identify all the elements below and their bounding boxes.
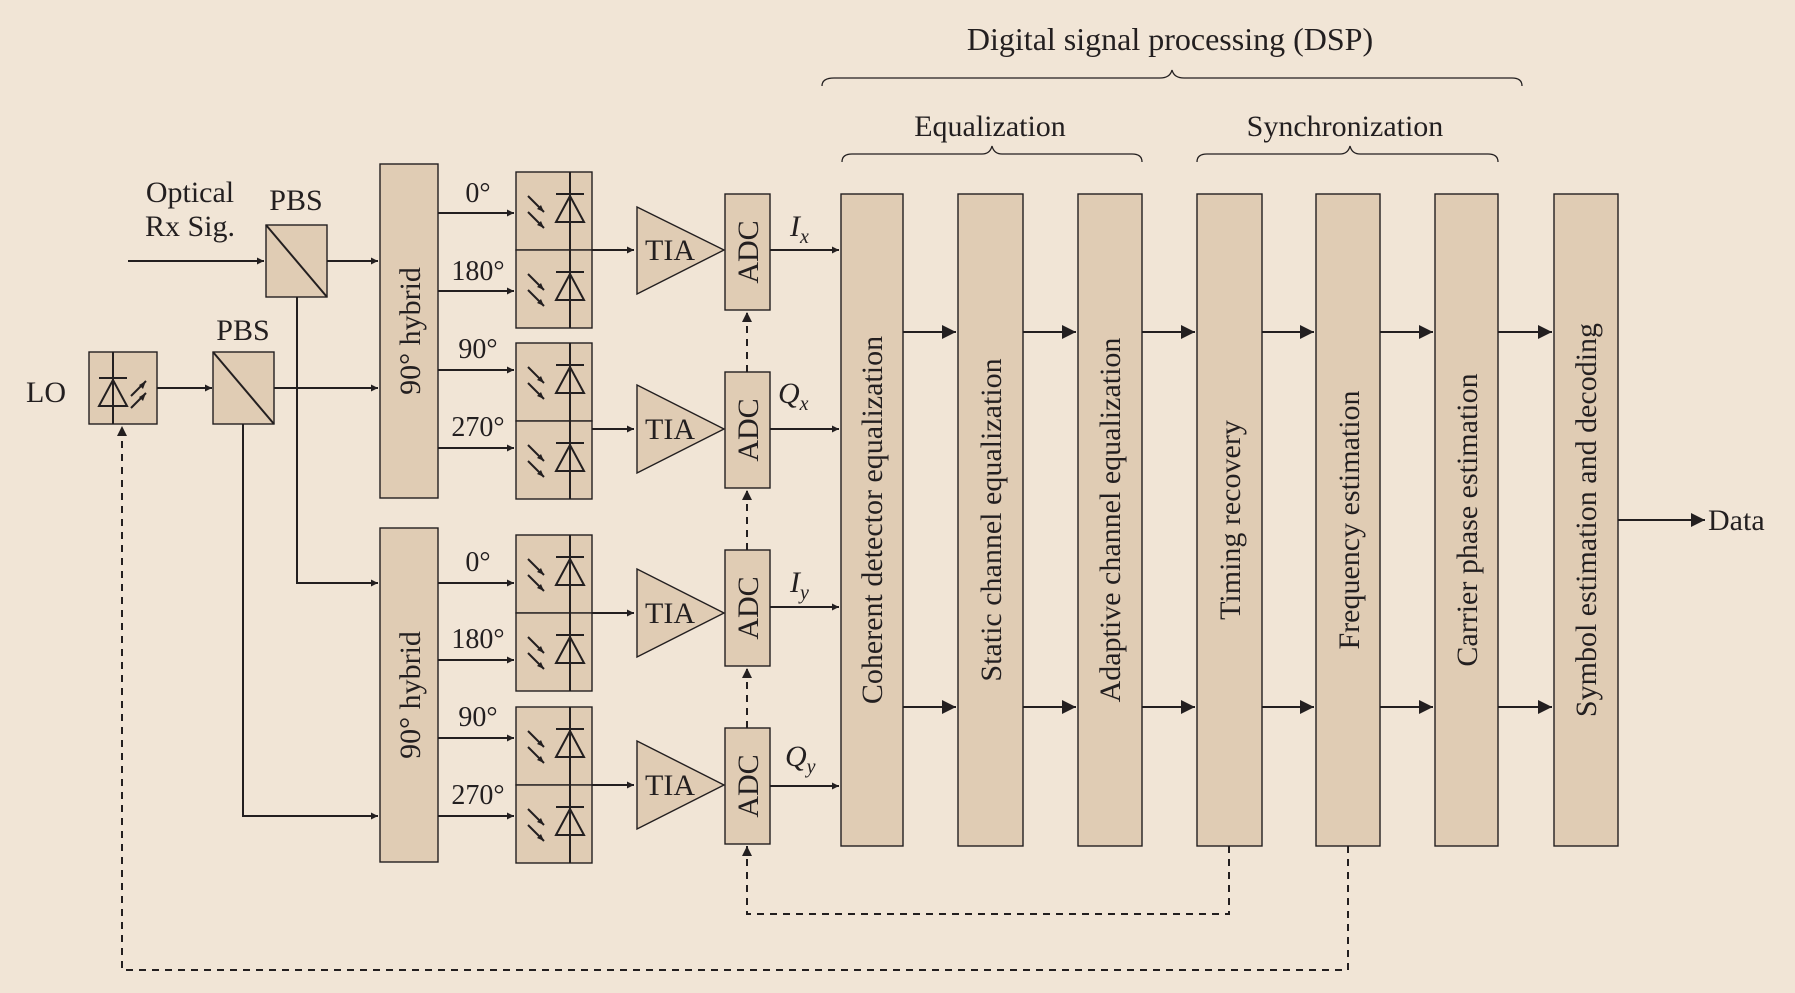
tia-ix-label: TIA [645, 234, 695, 267]
hybrid-2-label: 90° hybrid [394, 631, 427, 759]
dsp-block-symbol-estimation-and-decoding-label: Symbol estimation and decoding [1570, 323, 1603, 717]
pbs-signal-splitter [265, 224, 328, 298]
phase-label-270: 270° [451, 412, 504, 443]
dsp-block-frequency-estimation-label: Frequency estimation [1333, 390, 1366, 649]
synchronization-brace [1196, 145, 1499, 163]
lo-label: LO [26, 376, 66, 409]
tia-iy-label: TIA [645, 597, 695, 630]
adc-qy [724, 727, 771, 845]
pbs-lo-label: PBS [216, 314, 269, 347]
hybrid-2-block [379, 527, 439, 863]
phase-label-180: 180° [451, 256, 504, 287]
hybrid-1-outputs [438, 209, 514, 452]
pbs-signal-label: PBS [269, 184, 322, 217]
dsp-block-static-channel-equalization-label: Static channel equalization [975, 358, 1008, 681]
hybrid-1-block [379, 163, 439, 499]
tia-iy [636, 567, 726, 659]
hybrid-1-label: 90° hybrid [394, 267, 427, 395]
dsp-block-timing-recovery-label: Timing recovery [1214, 420, 1247, 620]
tia-ix [636, 205, 726, 296]
adc-qx-label: ADC [732, 398, 765, 461]
dsp-block-timing-recovery [1196, 193, 1263, 847]
output-ix-label: Ix [789, 210, 809, 248]
adc-iy-label: ADC [732, 576, 765, 639]
adc-ix-label: ADC [732, 220, 765, 283]
tia-qy-label: TIA [645, 769, 695, 802]
phase-label-90: 90° [458, 334, 497, 365]
timing-feedback-loop [742, 846, 1230, 915]
tia-qy [636, 739, 726, 831]
dsp-block-carrier-phase-estimation-label: Carrier phase estimation [1451, 373, 1484, 666]
dsp-block-carrier-phase-estimation [1434, 193, 1499, 847]
output-qx-label: Qx [778, 377, 809, 415]
lo-laser-icon [88, 351, 158, 425]
pd-to-tia-arrows [592, 246, 634, 789]
dsp-title: Digital signal processing (DSP) [967, 21, 1373, 57]
dsp-block-symbol-estimation-and-decoding [1553, 193, 1619, 847]
adc-output-arrows [770, 246, 839, 790]
dsp-block-static-channel-equalization [957, 193, 1024, 847]
phase-label-180-y: 180° [451, 624, 504, 655]
input-signal-label-line1: Optical [146, 176, 234, 209]
adc-iy [724, 549, 771, 667]
dsp-brace [821, 69, 1523, 87]
tia-qx-label: TIA [645, 413, 695, 446]
photodetector-pair-qy [515, 706, 593, 864]
synchronization-title: Synchronization [1247, 110, 1444, 143]
equalization-brace [841, 145, 1143, 163]
data-output-label: Data [1708, 504, 1765, 537]
adc-ix [724, 193, 771, 311]
photodetector-pair-iy [515, 534, 593, 692]
dsp-stage-arrows [903, 325, 1552, 714]
output-iy-label: Iy [789, 566, 809, 604]
frequency-feedback-loop [117, 426, 1349, 971]
input-signal-label-line2: Rx Sig. [145, 210, 235, 243]
pbs-lo-splitter [212, 351, 275, 425]
hybrid-2-outputs [438, 579, 514, 820]
adc-qy-label: ADC [732, 754, 765, 817]
tia-qx [636, 383, 726, 475]
dsp-block-adaptive-channel-equalization-label: Adaptive channel equalization [1094, 338, 1127, 703]
dsp-block-coherent-detector-equalization [840, 193, 904, 847]
equalization-title: Equalization [914, 110, 1066, 143]
photodetector-pair-ix [515, 171, 593, 329]
output-qy-label: Qy [785, 740, 816, 778]
pbs-signal-to-hybrid2 [296, 297, 378, 587]
dsp-block-frequency-estimation [1315, 193, 1381, 847]
dsp-block-adaptive-channel-equalization [1077, 193, 1143, 847]
photodetector-pair-qx [515, 342, 593, 500]
dsp-block-coherent-detector-equalization-label: Coherent detector equalization [856, 336, 889, 704]
phase-label-270-y: 270° [451, 780, 504, 811]
phase-label-0-y: 0° [465, 547, 490, 578]
pbs-lo-to-hybrid2 [242, 424, 378, 820]
phase-label-0: 0° [465, 178, 490, 209]
phase-label-90-y: 90° [458, 702, 497, 733]
